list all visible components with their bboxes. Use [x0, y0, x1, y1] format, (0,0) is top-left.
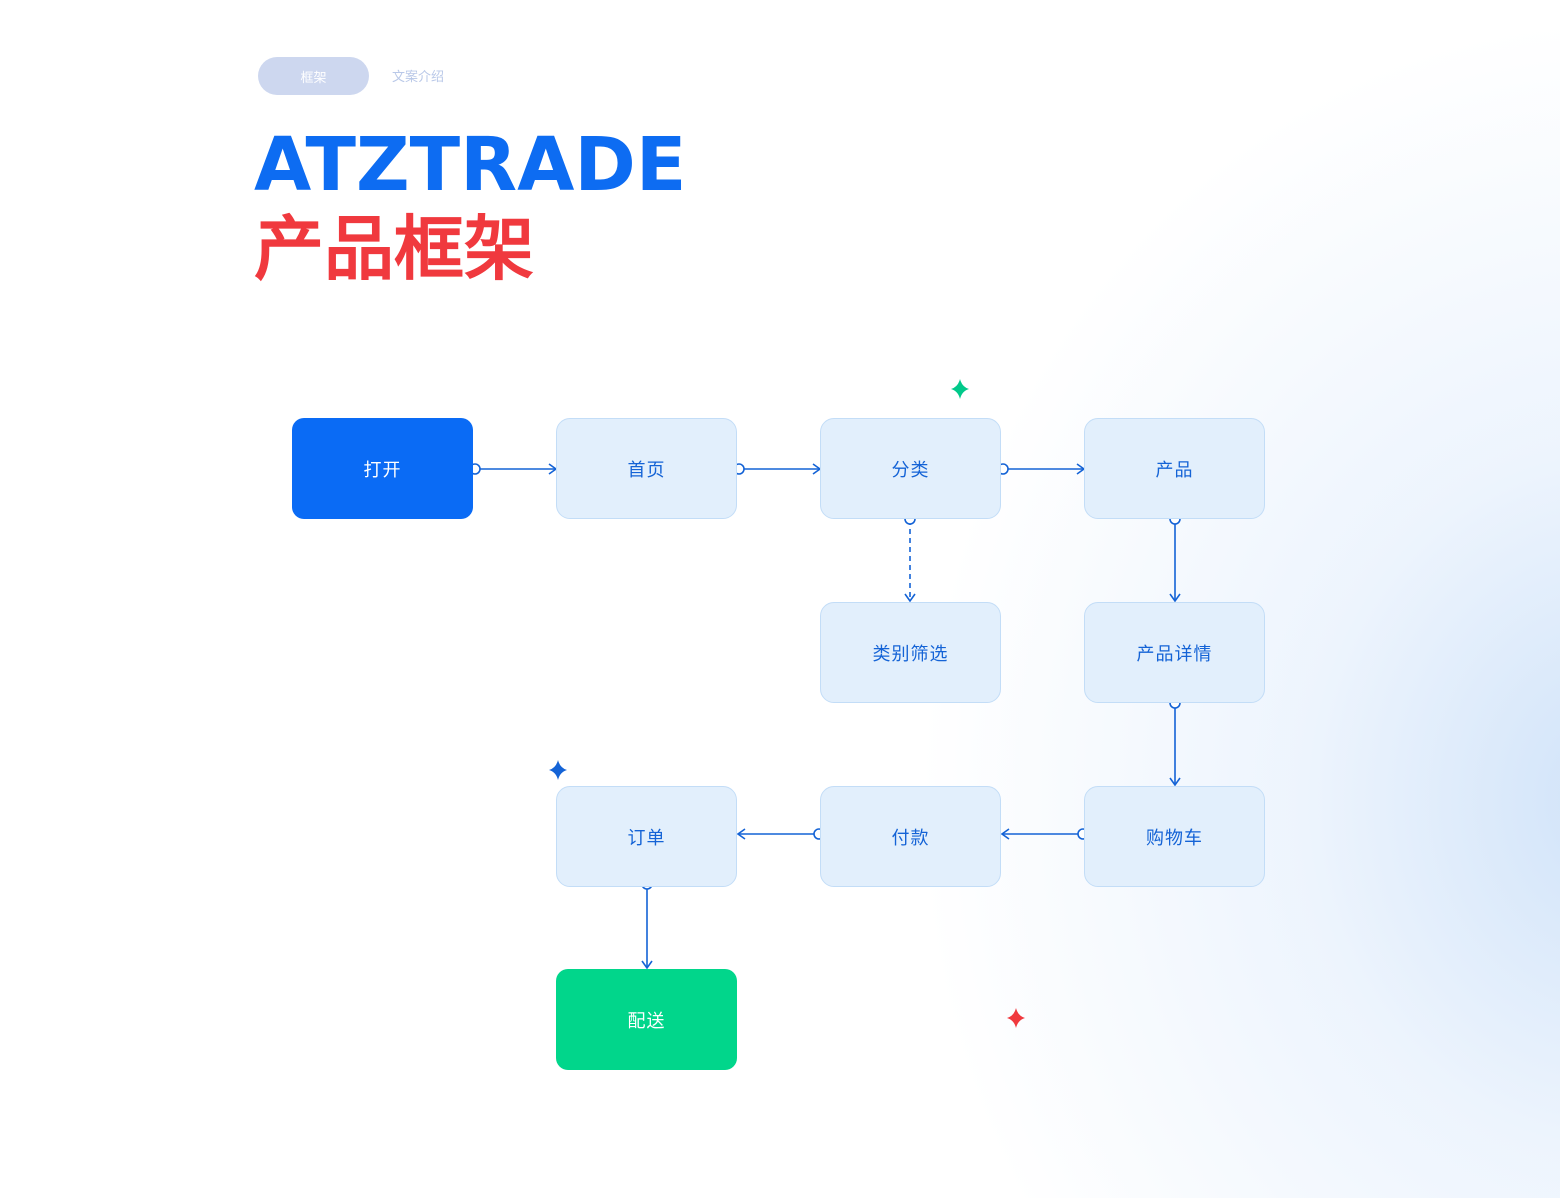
- sparkle-red-icon: [1007, 1008, 1025, 1028]
- node-order[interactable]: 订单: [556, 786, 737, 887]
- title-brand: ATZTRADE: [254, 122, 687, 208]
- node-payment[interactable]: 付款: [820, 786, 1001, 887]
- title-product-framework: 产品框架: [254, 208, 534, 290]
- node-open[interactable]: 打开: [292, 418, 473, 519]
- node-product[interactable]: 产品: [1084, 418, 1265, 519]
- tab-copy-intro[interactable]: 文案介绍: [392, 70, 445, 85]
- arrowhead: [1000, 828, 1010, 840]
- sparkle-blue-icon: [549, 760, 567, 780]
- arrowhead: [736, 828, 746, 840]
- node-product-detail[interactable]: 产品详情: [1084, 602, 1265, 703]
- arrowhead: [641, 960, 653, 970]
- arrowhead: [1169, 593, 1181, 603]
- arrowhead: [1169, 777, 1181, 787]
- node-delivery[interactable]: 配送: [556, 969, 737, 1070]
- arrowhead: [904, 593, 916, 603]
- node-cart[interactable]: 购物车: [1084, 786, 1265, 887]
- tab-framework[interactable]: 框架: [258, 57, 369, 95]
- sparkle-green-icon: [951, 379, 969, 399]
- node-home[interactable]: 首页: [556, 418, 737, 519]
- node-category-filter[interactable]: 类别筛选: [820, 602, 1001, 703]
- node-category[interactable]: 分类: [820, 418, 1001, 519]
